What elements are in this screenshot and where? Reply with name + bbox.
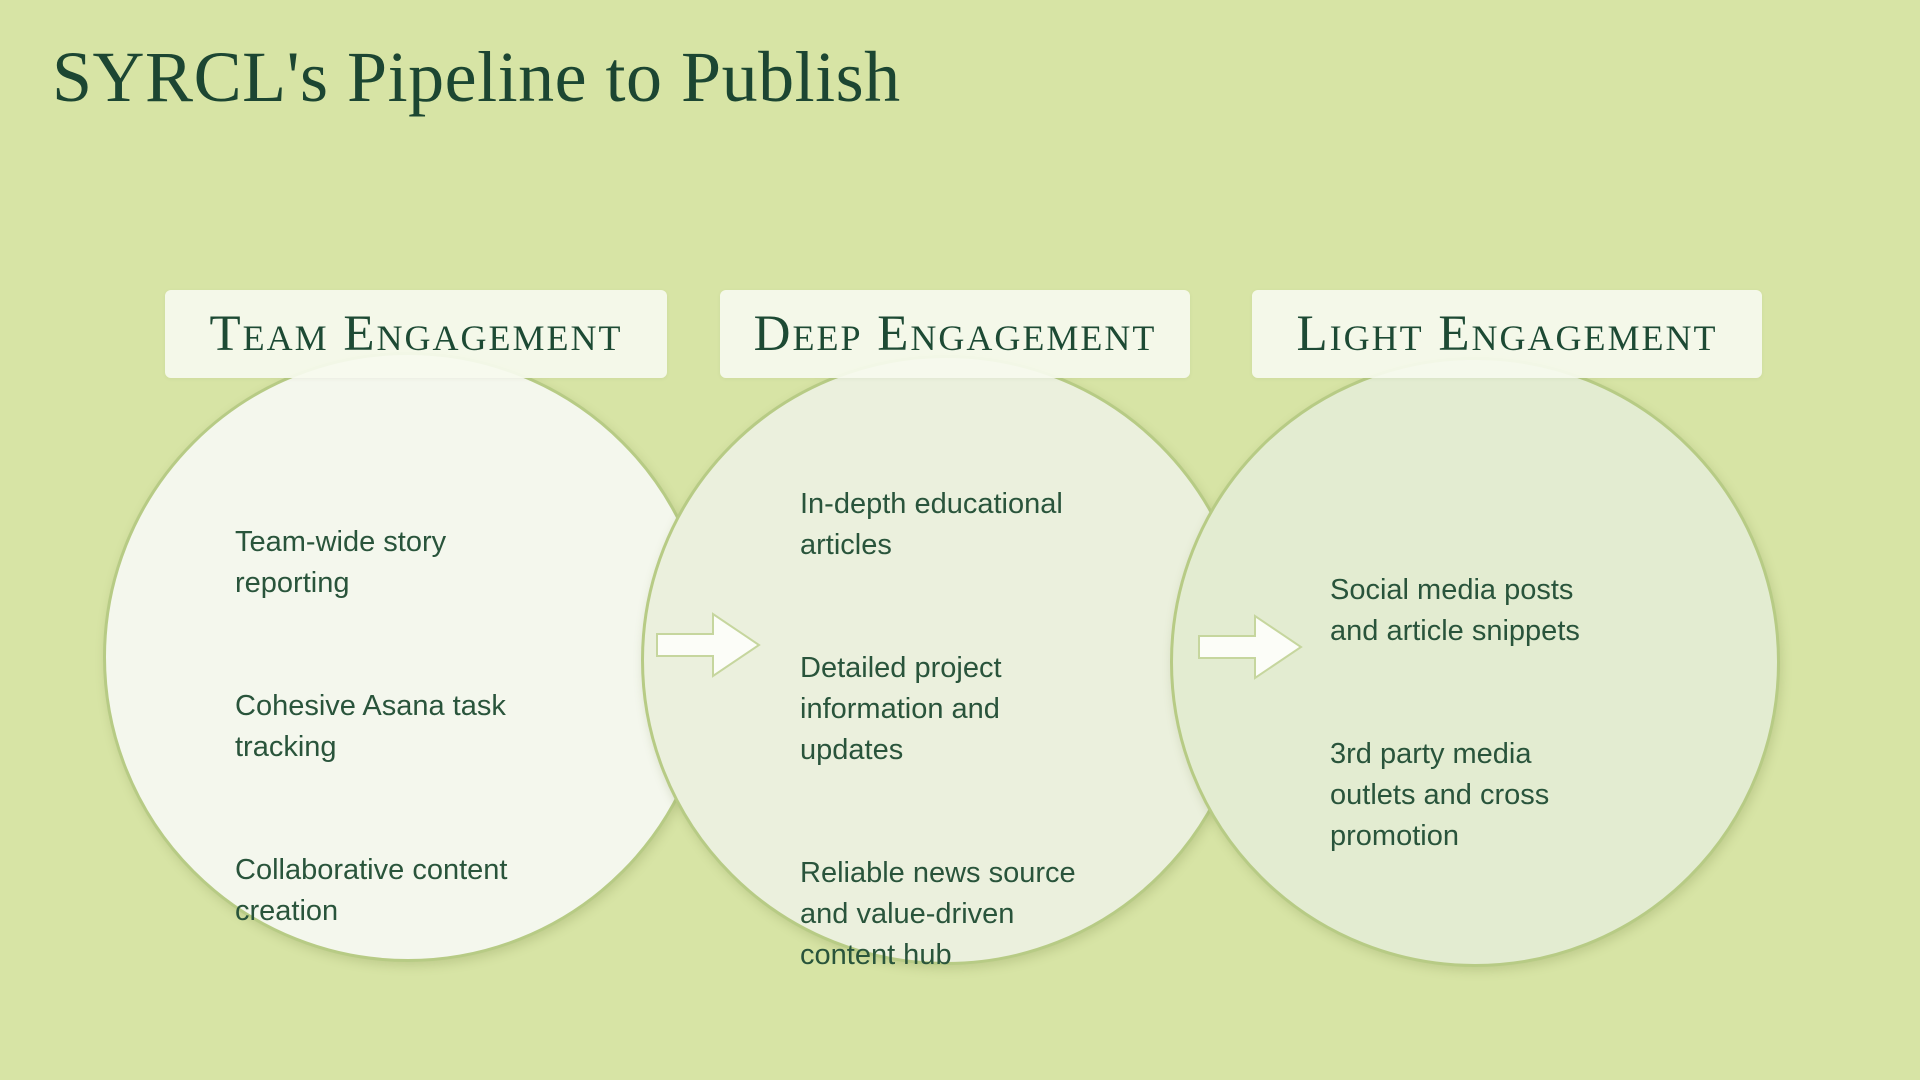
stage-items-deep: In-depth educational articles Detailed p… — [800, 443, 1200, 1058]
stage-header-light-label: Light Engagement — [1296, 306, 1718, 362]
stage-item: In-depth educational articles — [800, 488, 1063, 561]
stage-item: Detailed project information and updates — [800, 652, 1002, 766]
page-title: SYRCL's Pipeline to Publish — [52, 37, 901, 117]
stage-header-light: Light Engagement — [1252, 290, 1762, 378]
stage-header-deep: Deep Engagement — [720, 290, 1190, 378]
stage-circle-team — [103, 352, 713, 962]
stage-header-deep-label: Deep Engagement — [753, 306, 1157, 362]
stage-item: Team-wide story reporting — [235, 526, 447, 599]
stage-item: Cohesive Asana task tracking — [235, 690, 506, 763]
stage-header-team-label: Team Engagement — [209, 306, 623, 362]
stage-item: 3rd party media outlets and cross promot… — [1330, 738, 1550, 852]
stage-item: Collaborative content creation — [235, 854, 508, 927]
stage-circle-deep — [641, 355, 1251, 965]
stage-item: Social media posts and article snippets — [1330, 574, 1580, 647]
right-arrow-icon — [1198, 614, 1303, 680]
stage-item: Reliable news source and value-driven co… — [800, 857, 1076, 971]
right-arrow-icon — [656, 612, 761, 678]
stage-header-team: Team Engagement — [165, 290, 667, 378]
stage-items-team: Team-wide story reporting Cohesive Asana… — [235, 481, 655, 1014]
stage-items-light: Social media posts and article snippets … — [1330, 529, 1730, 939]
